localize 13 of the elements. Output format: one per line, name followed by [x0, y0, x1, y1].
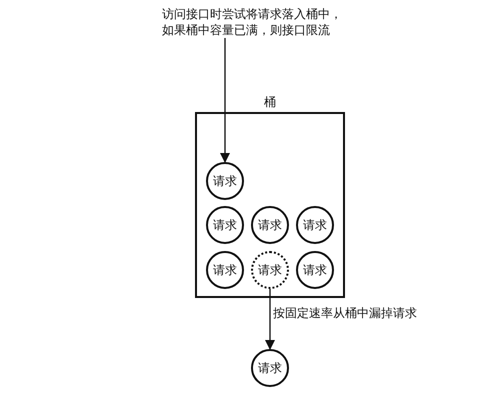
request-circle: 请求: [206, 162, 244, 200]
arrow: [265, 289, 275, 350]
dotted-request-circle: 请求: [251, 251, 289, 289]
annotation-text: 访问接口时尝试将请求落入桶中，如果桶中容量已满，则接口限流: [162, 6, 346, 38]
request-circle: 请求: [251, 349, 289, 387]
request-circle: 请求: [296, 206, 334, 244]
request-circle: 请求: [206, 251, 244, 289]
bucket-heading: 桶: [264, 95, 276, 109]
arrow: [220, 38, 230, 163]
request-circle: 请求: [251, 206, 289, 244]
request-circle: 请求: [206, 206, 244, 244]
request-circle: 请求: [296, 251, 334, 289]
edge-label: 按固定速率从桶中漏掉请求: [273, 306, 417, 320]
